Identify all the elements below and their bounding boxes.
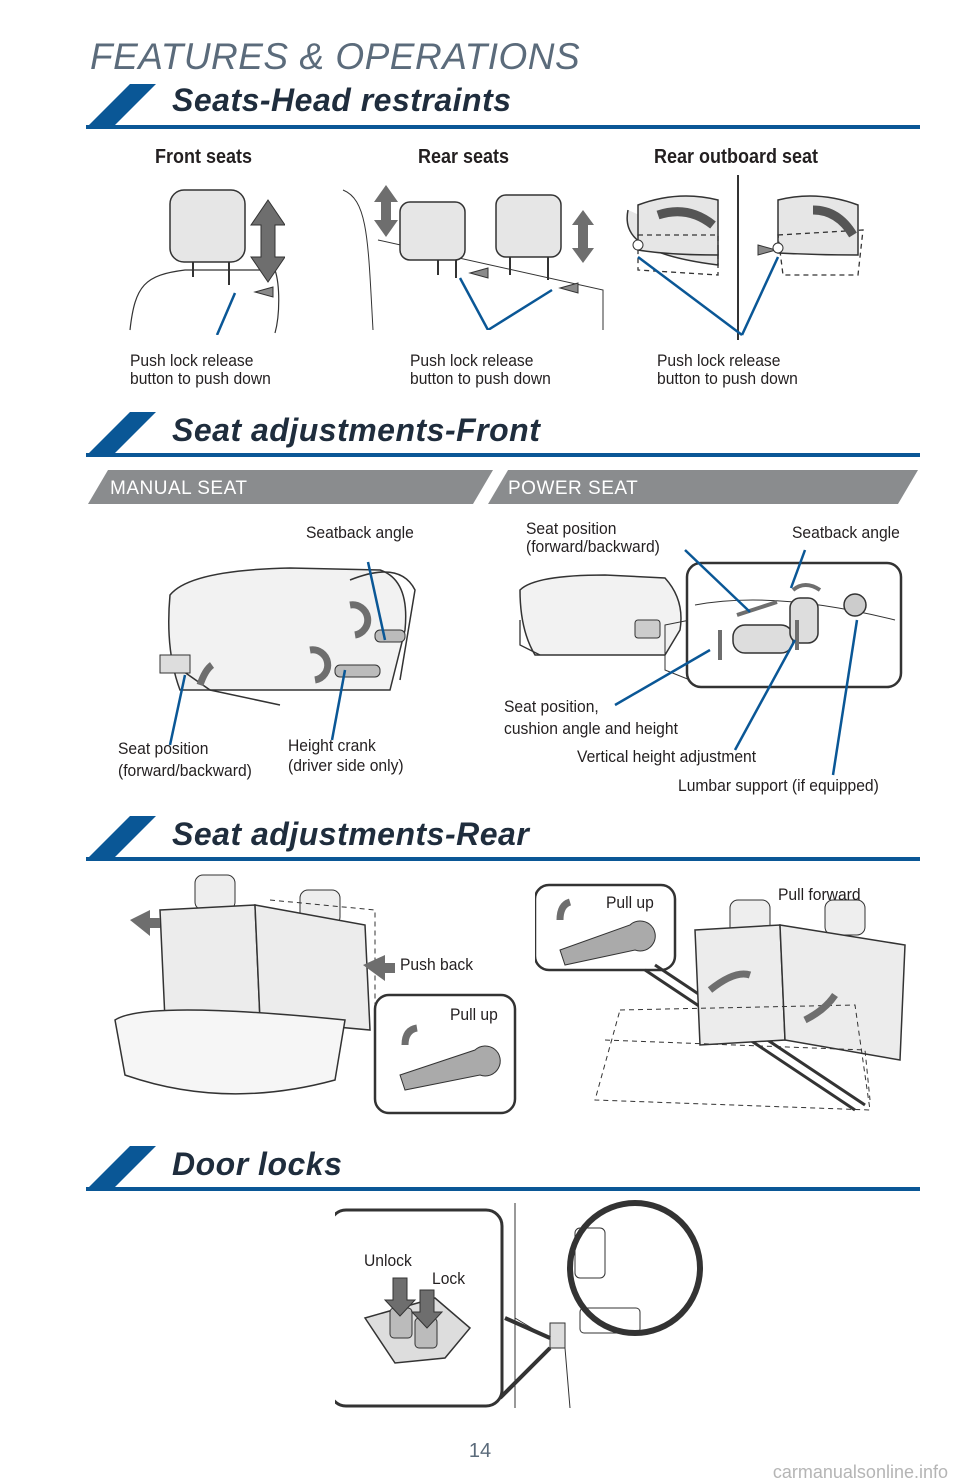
column-rear-outboard-seat: Rear outboard seat	[654, 146, 819, 168]
rear-pull-up-left-label: Pull up	[450, 1005, 498, 1024]
manual-seat-position-label: Seat position (forward/backward)	[118, 739, 252, 780]
tab-power-seat[interactable]: POWER SEAT	[508, 478, 639, 499]
door-unlock-label: Unlock	[364, 1251, 412, 1270]
rear-pull-forward-label: Pull forward	[778, 885, 861, 904]
power-cushion-label: Seat position, cushion angle and height	[504, 697, 678, 738]
tab-manual-seat[interactable]: MANUAL SEAT	[110, 478, 248, 499]
rear-seat-right-illustration	[535, 883, 906, 1112]
rear-headrest-illustration	[342, 185, 604, 330]
column-front-seats: Front seats	[155, 146, 253, 168]
door-locks-illustration	[335, 1200, 703, 1409]
section-title-door-locks: Door locks	[172, 1146, 343, 1182]
rear-push-back-label: Push back	[400, 955, 474, 974]
page-header: FEATURES & OPERATIONS	[90, 36, 581, 77]
caption-rear-push-lock: Push lock release button to push down	[410, 351, 551, 388]
rear-seat-left-illustration	[114, 874, 517, 1115]
caption-outboard-push-lock: Push lock release button to push down	[657, 351, 798, 388]
page-number: 14	[468, 1440, 492, 1462]
power-callout-lines	[614, 549, 859, 776]
column-rear-seats: Rear seats	[418, 146, 510, 168]
section-bar-front	[86, 412, 920, 457]
manual-callout-lines	[168, 561, 387, 746]
section-title-head-restraints: Seats-Head restraints	[172, 82, 512, 118]
manual-seatback-angle-label: Seatback angle	[306, 523, 414, 542]
watermark: carmanualsonline.info	[772, 1462, 948, 1482]
caption-front-push-lock: Push lock release button to push down	[130, 351, 271, 388]
rear-outboard-headrest-illustration	[626, 175, 864, 340]
manual-seat-illustration	[159, 567, 416, 706]
section-bar-head-restraints	[86, 84, 920, 129]
power-seat-position-label: Seat position (forward/backward)	[526, 519, 660, 556]
power-seatback-angle-label: Seatback angle	[792, 523, 900, 542]
rear-pull-up-right-label: Pull up	[606, 893, 654, 912]
power-seat-illustration	[519, 561, 903, 689]
power-lumbar-label: Lumbar support (if equipped)	[678, 776, 879, 795]
manual-height-crank-label: Height crank (driver side only)	[288, 736, 404, 775]
front-headrest-illustration	[129, 189, 285, 335]
section-title-rear: Seat adjustments-Rear	[172, 816, 530, 852]
section-bar-door-locks	[86, 1146, 920, 1191]
section-title-front: Seat adjustments-Front	[172, 412, 541, 448]
tab-bar	[88, 470, 918, 504]
section-bar-rear	[86, 816, 920, 861]
door-lock-label: Lock	[432, 1269, 466, 1288]
power-vertical-label: Vertical height adjustment	[577, 747, 757, 766]
